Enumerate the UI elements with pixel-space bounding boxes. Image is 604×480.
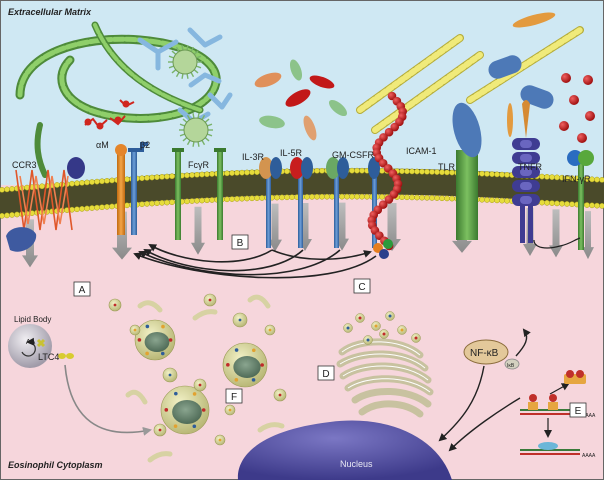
ikb-release-arrow <box>515 328 531 357</box>
ifngr-receptor <box>567 150 594 250</box>
nfkb-translocation-arrow <box>438 365 485 442</box>
integrin-alpha-m <box>115 144 127 235</box>
mrna-export-arrow <box>448 397 521 452</box>
box-f: F <box>225 388 243 404</box>
signal-complex-c <box>373 239 393 259</box>
ifngr-label: IFN-γR <box>562 174 591 184</box>
ikb-protein <box>504 358 520 370</box>
svg-text:D: D <box>322 369 329 380</box>
il3r-receptor <box>259 157 282 248</box>
tlr-receptor <box>452 102 482 240</box>
integrin-beta-2 <box>128 142 148 235</box>
mrna-tail-label-2: AAAA <box>582 453 596 459</box>
svg-text:C: C <box>358 282 365 293</box>
g-protein <box>6 227 37 252</box>
bound-ligand-red <box>84 99 135 130</box>
svg-text:E: E <box>575 406 582 417</box>
ikb-label: IκB <box>507 363 515 369</box>
tnfr-receptor <box>512 100 540 243</box>
pathogen-2 <box>179 113 213 147</box>
il3r-label: IL-3R <box>242 152 265 162</box>
matrix-fiber <box>15 21 221 178</box>
svg-text:A: A <box>79 285 86 296</box>
lipid-body <box>8 324 52 368</box>
tnfr-label: TNFR <box>518 162 542 172</box>
svg-text:F: F <box>231 392 237 403</box>
aa-label: AA <box>26 339 36 346</box>
ccr3-receptor <box>15 169 73 231</box>
golgi-vesicles <box>343 311 421 345</box>
ccr3-label: CCR3 <box>12 160 37 170</box>
box-a: A <box>73 281 91 297</box>
ltc4-trafficking-arrow <box>64 364 152 436</box>
matrix-collagen <box>356 26 584 134</box>
lipid-body-label: Lipid Body <box>14 315 51 324</box>
il5r-receptor <box>290 157 313 248</box>
alpha-m-label: αM <box>96 140 109 150</box>
nfkb-label: NF-κB <box>470 348 499 359</box>
cytoplasm-title: Eosinophil Cytoplasm <box>8 460 103 470</box>
ifn-gamma-ligands <box>559 73 595 143</box>
il5r-label: IL-5R <box>280 148 303 158</box>
fcgr-label: FcγR <box>188 160 209 170</box>
pathogen-1 <box>168 45 202 79</box>
beta-2-label: β2 <box>140 140 150 150</box>
box-b: B <box>231 234 249 250</box>
nucleus-label: Nucleus <box>340 459 373 469</box>
ltc4-molecule <box>58 353 74 359</box>
extracellular-title: Extracellular Matrix <box>8 7 92 17</box>
eosinophil-granules <box>108 293 287 463</box>
nucleus <box>237 420 452 480</box>
ltc4-label: LTC4 <box>38 352 59 362</box>
tlr-label: TLR <box>438 162 456 172</box>
cytokines <box>254 59 348 141</box>
box-c: C <box>353 278 371 294</box>
mrna-translation <box>520 370 586 455</box>
box-e: E <box>569 402 587 418</box>
gmcsfr-label: GM-CSFR <box>332 150 374 160</box>
svg-text:B: B <box>237 238 244 249</box>
nfkb-complex <box>463 339 509 365</box>
signaling-crosstalk-arrows <box>133 237 581 279</box>
mrna-tail-label-1: AAAA <box>582 413 596 419</box>
ccr3-ligand <box>67 157 85 179</box>
gmcsfr-receptor <box>326 157 349 248</box>
box-d: D <box>317 365 335 381</box>
icam1-label: ICAM-1 <box>406 146 437 156</box>
golgi-outline <box>339 341 431 393</box>
ligands-blue <box>488 12 556 137</box>
fcgr-receptor <box>172 148 226 240</box>
